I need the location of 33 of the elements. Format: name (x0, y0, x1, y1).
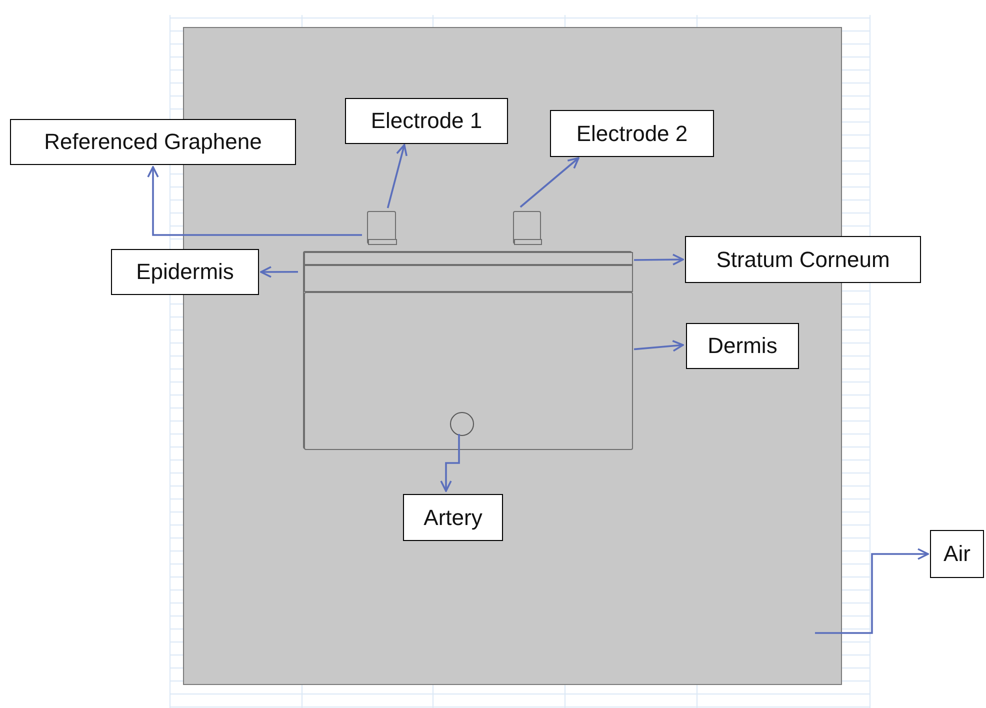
skin-layer (304, 292, 633, 450)
arrow (440, 434, 460, 492)
skin-layer (304, 252, 633, 265)
label-text: Electrode 2 (576, 120, 688, 146)
label-text: Stratum Corneum (716, 246, 890, 272)
label-box (550, 110, 714, 157)
label-box (685, 236, 921, 283)
artery-circle (450, 412, 474, 436)
graphene-layer (514, 239, 542, 245)
label-text: Electrode 1 (370, 108, 482, 134)
arrow (260, 266, 298, 278)
arrow (520, 157, 580, 208)
graphene-layer (368, 239, 397, 245)
label-text: Referenced Graphene (44, 129, 262, 155)
label-text: Epidermis (136, 259, 234, 285)
label-text: Dermis (708, 333, 778, 359)
label-box (686, 323, 799, 369)
label-box (403, 494, 503, 541)
label-text: Artery (424, 504, 482, 530)
arrow (386, 144, 408, 208)
skin-layer (304, 265, 633, 292)
arrow (634, 340, 684, 352)
arrow (814, 548, 929, 634)
arrow (634, 254, 684, 266)
label-box (111, 249, 259, 295)
arrow (147, 166, 362, 236)
label-text: Air (944, 541, 970, 567)
electrode (367, 211, 396, 244)
label-box (930, 530, 984, 578)
skin-block (303, 251, 632, 449)
label-box (345, 98, 508, 144)
label-box (10, 119, 296, 165)
electrode (513, 211, 541, 244)
